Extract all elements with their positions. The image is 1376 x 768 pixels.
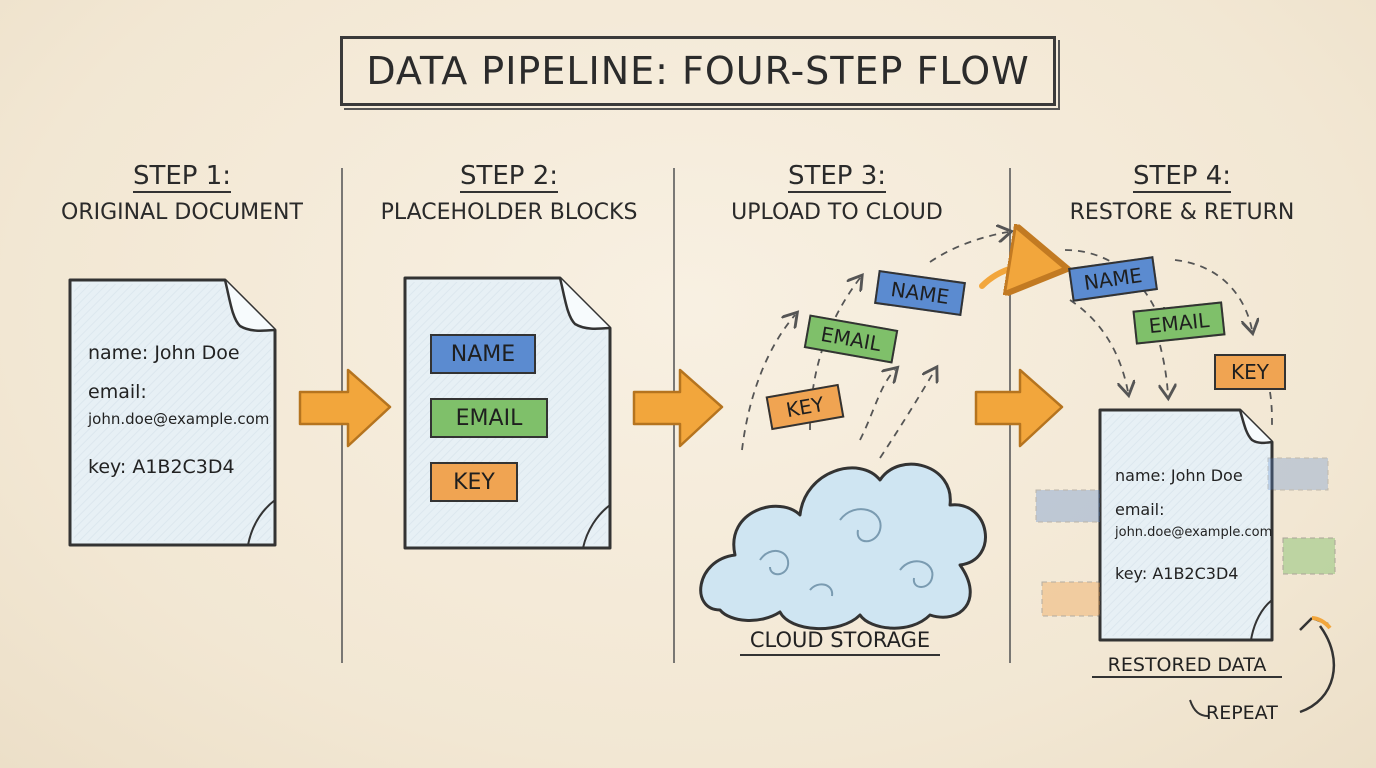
upload-arrow-1 — [741, 315, 795, 451]
return-arrow-5 — [1269, 391, 1273, 426]
key-returning-tag: KEY — [1214, 354, 1286, 390]
step-4-number: STEP 4: — [1132, 161, 1232, 193]
cloud-storage-label: CLOUD STORAGE — [740, 628, 940, 656]
upload-arrow-5 — [929, 232, 1008, 263]
restored-document-icon — [1098, 408, 1274, 642]
original-email-value: john.doe@example.com — [88, 410, 270, 428]
return-arrow-2 — [1064, 249, 1160, 320]
repeat-label: REPEAT — [1206, 702, 1278, 724]
step-3-header: STEP 3: UPLOAD TO CLOUD — [672, 158, 1002, 225]
step-2-title: PLACEHOLDER BLOCKS — [380, 200, 638, 225]
repeat-arrow-icon — [1299, 625, 1336, 714]
return-arrow-1 — [1069, 299, 1128, 392]
step-3-title: UPLOAD TO CLOUD — [731, 200, 943, 225]
return-arrow-4 — [1174, 259, 1252, 330]
restored-email-label: email: — [1115, 500, 1165, 519]
upload-arrow-4 — [879, 370, 935, 459]
return-arrow-3 — [1160, 344, 1168, 395]
arrow-3-icon — [974, 368, 1064, 448]
step-4-title: RESTORE & RETURN — [1069, 200, 1295, 225]
original-key-line: key: A1B2C3D4 — [88, 456, 235, 478]
step-3-number: STEP 3: — [787, 161, 887, 193]
restored-email-value: john.doe@example.com — [1115, 525, 1273, 540]
step-2-header: STEP 2: PLACEHOLDER BLOCKS — [344, 158, 674, 225]
cloud-icon — [699, 462, 987, 631]
step-4-header: STEP 4: RESTORE & RETURN — [1017, 158, 1347, 225]
restored-data-label: RESTORED DATA — [1092, 654, 1282, 678]
email-placeholder-tag: EMAIL — [430, 398, 548, 438]
step-1-header: STEP 1: ORIGINAL DOCUMENT — [17, 158, 347, 225]
step-1-title: ORIGINAL DOCUMENT — [61, 200, 303, 225]
original-document-icon — [68, 278, 277, 547]
step-1-number: STEP 1: — [132, 161, 232, 193]
step-2-number: STEP 2: — [459, 161, 559, 193]
restored-key-line: key: A1B2C3D4 — [1115, 564, 1239, 583]
name-placeholder-tag: NAME — [430, 334, 536, 374]
upload-arrow-3 — [859, 370, 895, 441]
arrow-1-icon — [298, 368, 392, 448]
page-title: DATA PIPELINE: FOUR-STEP FLOW — [366, 49, 1030, 93]
title-frame: DATA PIPELINE: FOUR-STEP FLOW — [340, 36, 1056, 106]
key-placeholder-tag: KEY — [430, 462, 518, 502]
original-email-label: email: — [88, 381, 147, 403]
original-name-line: name: John Doe — [88, 342, 240, 364]
restored-name-line: name: John Doe — [1115, 466, 1243, 485]
transfer-arc-icon — [979, 265, 1050, 286]
arrow-2-icon — [632, 368, 724, 448]
